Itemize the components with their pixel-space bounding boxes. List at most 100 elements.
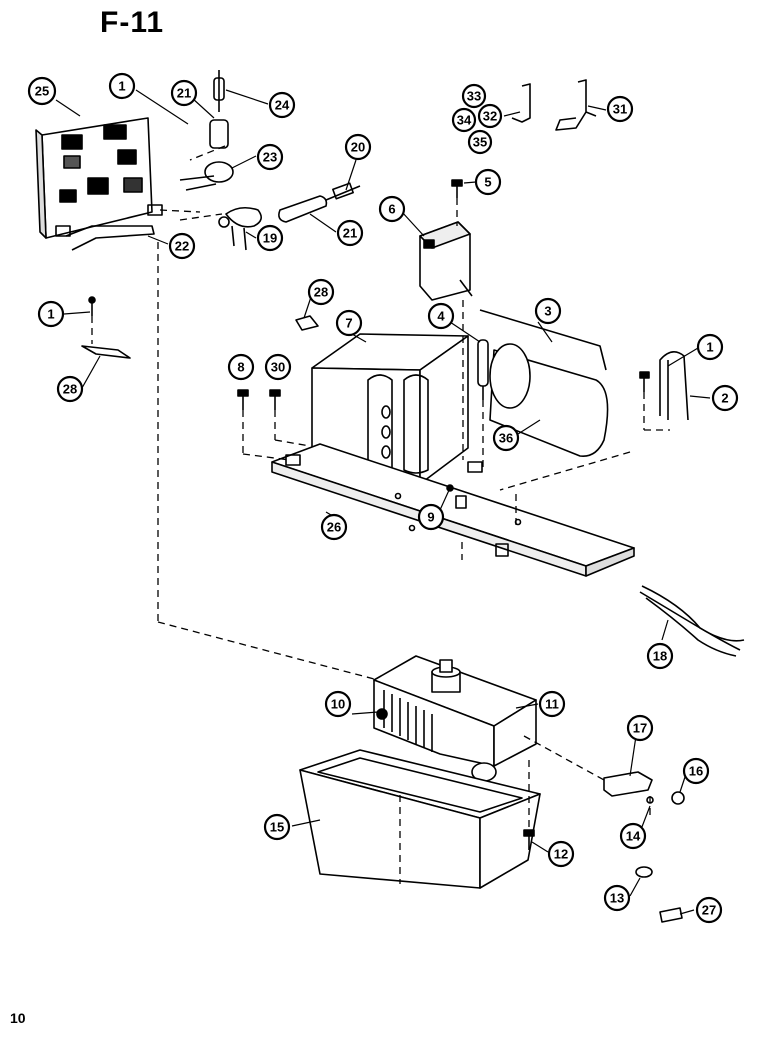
callout-label: 5 <box>484 175 491 190</box>
callout-label: 27 <box>702 903 716 918</box>
callout-24: 24 <box>268 91 296 119</box>
callout-label: 3 <box>544 304 551 319</box>
callout-15: 15 <box>263 813 291 841</box>
callout-23: 23 <box>256 143 284 171</box>
callout-label: 36 <box>499 431 513 446</box>
callout-33: 33 <box>461 83 487 109</box>
callout-32: 32 <box>477 103 503 129</box>
nut-10 <box>376 708 388 720</box>
waveguide-box <box>299 749 541 889</box>
callout-9: 9 <box>417 503 445 531</box>
callout-14: 14 <box>619 822 647 850</box>
callout-label: 34 <box>457 113 472 128</box>
callout-label: 13 <box>610 891 624 906</box>
callout-label: 16 <box>689 764 703 779</box>
callout-31: 31 <box>606 95 634 123</box>
callout-6: 6 <box>378 195 406 223</box>
callout-label: 7 <box>345 316 352 331</box>
callout-5: 5 <box>474 168 502 196</box>
bracket-31 <box>555 79 597 131</box>
assembly-lines <box>91 145 670 884</box>
bracket-29 <box>295 315 319 331</box>
callout-27: 27 <box>695 896 723 924</box>
nut-16 <box>671 791 685 805</box>
callout-17: 17 <box>626 714 654 742</box>
callout-label: 8 <box>237 360 244 375</box>
callout-label: 23 <box>263 150 277 165</box>
screw-5 <box>451 179 463 198</box>
screw-30 <box>269 389 281 410</box>
screw-1-left <box>88 296 96 316</box>
callout-label: 14 <box>626 829 641 844</box>
relay <box>419 221 473 301</box>
fuse-holder <box>218 206 262 251</box>
callout-18: 18 <box>646 642 674 670</box>
callout-11: 11 <box>538 690 566 718</box>
callout-21: 21 <box>336 219 364 247</box>
screw-12 <box>523 829 535 850</box>
callout-1: 1 <box>108 72 136 100</box>
callout-label: 17 <box>633 721 647 736</box>
callout-3: 3 <box>534 297 562 325</box>
fuse-cylinder <box>278 182 361 223</box>
callout-13: 13 <box>603 884 631 912</box>
callout-label: 26 <box>327 520 341 535</box>
base-plate <box>271 443 635 577</box>
leader-lines <box>55 89 711 915</box>
callout-label: 21 <box>343 226 357 241</box>
callout-8: 8 <box>227 353 255 381</box>
part-27 <box>659 907 683 923</box>
callout-label: 4 <box>437 309 445 324</box>
bracket-22 <box>65 225 155 251</box>
grommet-13 <box>635 866 653 878</box>
page-number: 10 <box>10 1010 26 1026</box>
callout-label: 18 <box>653 649 667 664</box>
callout-label: 31 <box>613 102 627 117</box>
wire-harness <box>639 585 745 657</box>
callout-1: 1 <box>696 333 724 361</box>
control-board <box>35 117 163 239</box>
callout-22: 22 <box>168 232 196 260</box>
callout-19: 19 <box>256 224 284 252</box>
callout-20: 20 <box>344 133 372 161</box>
callout-7: 7 <box>335 309 363 337</box>
screw-1-right <box>639 371 650 392</box>
capacitor <box>479 309 609 457</box>
callout-label: 35 <box>473 135 487 150</box>
callout-12: 12 <box>547 840 575 868</box>
callout-4: 4 <box>427 302 455 330</box>
callout-28: 28 <box>56 375 84 403</box>
diode <box>477 339 489 400</box>
callout-label: 12 <box>554 847 568 862</box>
callout-21: 21 <box>170 79 198 107</box>
callouts: 25 1 21 24 23 20 33 34 32 35 31 5 6 22 1… <box>27 72 739 924</box>
callout-30: 30 <box>264 353 292 381</box>
callout-26: 26 <box>320 513 348 541</box>
callout-34: 34 <box>451 107 477 133</box>
bracket-32 <box>511 83 531 123</box>
callout-label: 32 <box>483 109 497 124</box>
callout-label: 6 <box>388 202 395 217</box>
callout-label: 24 <box>275 98 290 113</box>
callout-label: 9 <box>427 510 434 525</box>
callout-28: 28 <box>307 278 335 306</box>
callout-label: 11 <box>545 697 559 712</box>
callout-35: 35 <box>467 129 493 155</box>
callout-label: 30 <box>271 360 285 375</box>
callout-label: 10 <box>331 697 345 712</box>
callout-label: 20 <box>351 140 365 155</box>
bracket-17 <box>603 771 653 797</box>
transformer <box>311 333 469 485</box>
bracket-28 <box>81 345 131 359</box>
callout-label: 15 <box>270 820 284 835</box>
callout-label: 19 <box>263 231 277 246</box>
callout-label: 2 <box>721 391 728 406</box>
callout-25: 25 <box>27 76 57 106</box>
callout-label: 33 <box>467 89 481 104</box>
callout-1: 1 <box>37 300 65 328</box>
callout-16: 16 <box>682 757 710 785</box>
callout-label: 21 <box>177 86 191 101</box>
callout-10: 10 <box>324 690 352 718</box>
